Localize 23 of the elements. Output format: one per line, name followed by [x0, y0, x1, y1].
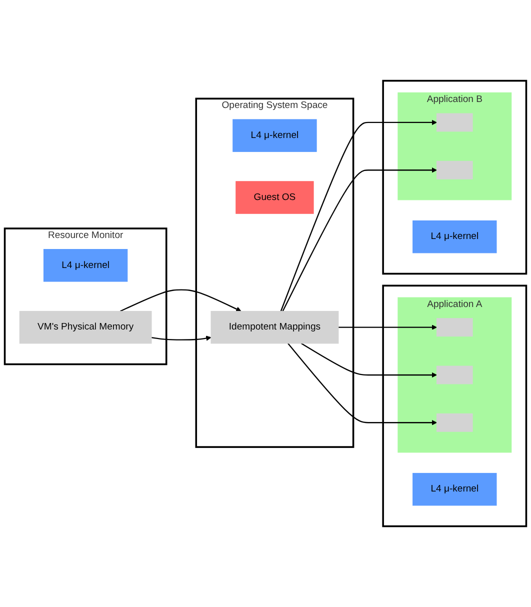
arrow — [120, 289, 242, 312]
node-box: L4 μ-kernel — [43, 249, 128, 282]
node-bar — [436, 413, 473, 432]
node-box: L4 μ-kernel — [412, 220, 497, 254]
node-bar — [436, 366, 473, 384]
cluster — [382, 80, 528, 275]
node-box: Idempotent Mappings — [210, 310, 339, 344]
node-box: Guest OS — [236, 181, 314, 214]
node-box: VM's Physical Memory — [19, 310, 152, 344]
cluster: Application B — [398, 92, 512, 200]
arrow — [280, 120, 438, 312]
cluster: Application A — [398, 297, 512, 453]
arrow — [300, 342, 438, 378]
node-bar — [436, 113, 473, 132]
node-box: L4 μ-kernel — [232, 119, 317, 152]
cluster — [382, 284, 528, 528]
arrow — [151, 336, 212, 341]
node-bar — [436, 160, 473, 180]
node-box: L4 μ-kernel — [412, 472, 497, 506]
arrow — [282, 167, 438, 312]
node-bar — [436, 318, 473, 337]
arrow — [338, 324, 438, 330]
arrow — [288, 343, 438, 426]
